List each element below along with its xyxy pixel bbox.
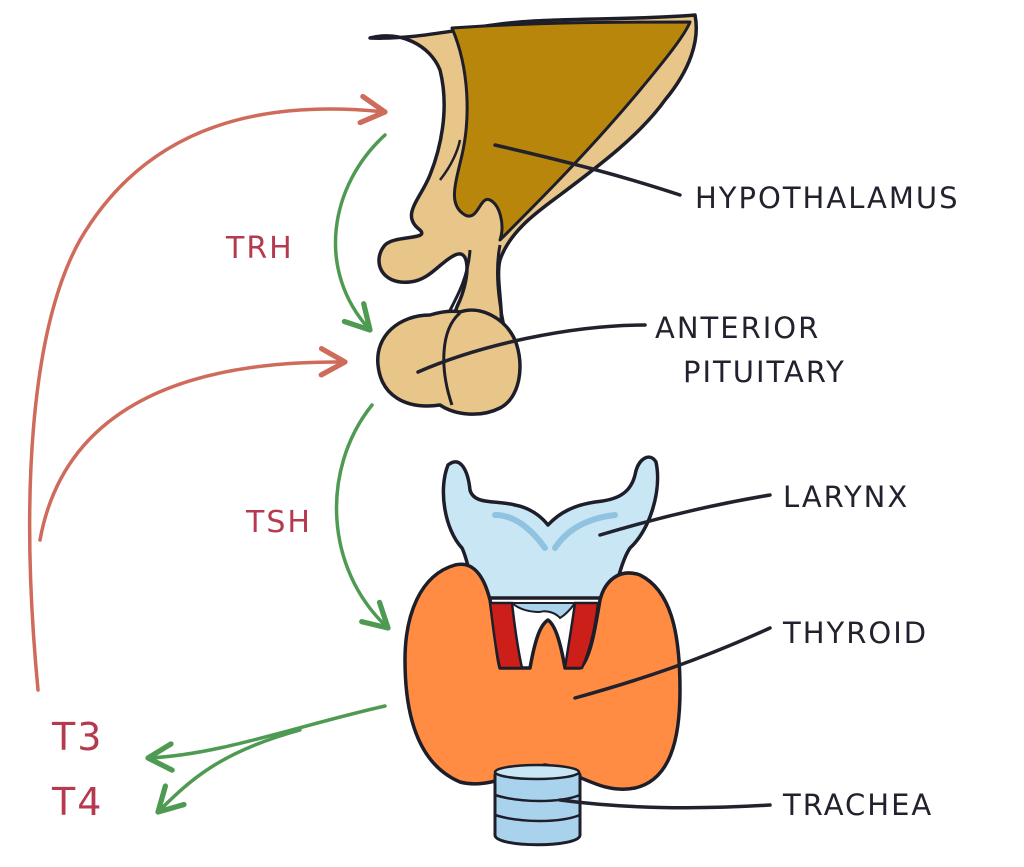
stimulatory-arrows bbox=[145, 133, 391, 815]
thyroid-label: THYROID bbox=[782, 616, 928, 650]
hypothalamus-leader-line bbox=[493, 143, 682, 197]
hypothalamus-pituitary-group bbox=[368, 13, 698, 416]
hypothalamus-label: HYPOTHALAMUS bbox=[695, 181, 960, 215]
t3-output-arrow bbox=[145, 704, 387, 773]
trachea-group bbox=[493, 763, 582, 847]
pituitary-label: PITUITARY bbox=[683, 355, 846, 389]
anterior-label: ANTERIOR bbox=[655, 311, 820, 345]
thyroid-leader-line bbox=[573, 626, 772, 700]
trachea-leader-line bbox=[558, 798, 772, 810]
thyroid-shape bbox=[403, 562, 682, 791]
trachea-label: TRACHEA bbox=[782, 788, 933, 822]
tsh-label: TSH bbox=[245, 505, 312, 540]
leader-lines bbox=[416, 143, 772, 810]
trh-label: TRH bbox=[225, 231, 294, 266]
tsh-arrow bbox=[334, 403, 391, 631]
feedback-to-pituitary-arrow bbox=[38, 346, 348, 542]
larynx-leader-line bbox=[598, 493, 772, 537]
feedback-arrows bbox=[27, 93, 388, 692]
structure-labels: HYPOTHALAMUS ANTERIOR PITUITARY LARYNX T… bbox=[655, 181, 960, 822]
hormone-labels: TRH TSH T3 T4 bbox=[51, 231, 312, 824]
larynx-label: LARYNX bbox=[783, 480, 909, 514]
t4-output-arrow bbox=[155, 728, 302, 815]
trh-arrow bbox=[333, 133, 387, 333]
anterior-pituitary-leader-line bbox=[416, 323, 647, 374]
feedback-to-hypothalamus-arrow bbox=[27, 93, 388, 692]
t3-label: T3 bbox=[51, 715, 103, 759]
anterior-pituitary-shape bbox=[376, 308, 522, 416]
hypothalamus-shape bbox=[450, 20, 692, 242]
thyroid-group bbox=[403, 562, 682, 791]
t4-label: T4 bbox=[51, 780, 103, 824]
thyroid-inner-tissue-shape bbox=[488, 601, 524, 670]
